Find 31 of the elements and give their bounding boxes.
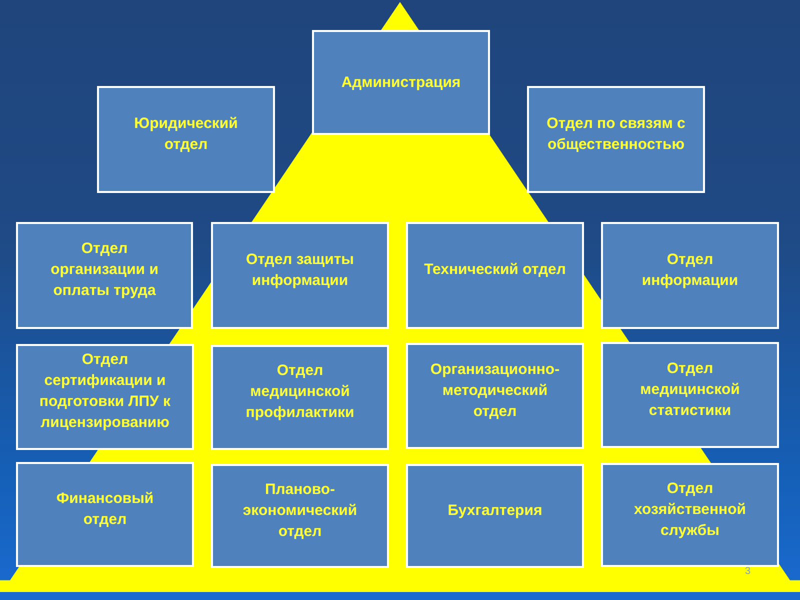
- department-name: Отдел информации: [640, 250, 740, 290]
- department-box: [406, 222, 584, 329]
- department-name: Финансовый отдел: [55, 488, 155, 530]
- department-box: [601, 463, 779, 567]
- department-box: [406, 464, 584, 568]
- department-box: [312, 30, 490, 135]
- department-name: Планово-экономический отдел: [242, 480, 358, 542]
- department-name: Отдел организации и оплаты труда: [50, 239, 160, 301]
- department-name: Отдел сертификации и подготовки ЛПУ к лицензированию: [38, 350, 172, 433]
- department-name: Отдел защиты информации: [244, 250, 355, 290]
- department-name: Юридический отдел: [133, 114, 239, 154]
- department-box: [16, 462, 194, 567]
- slide-number: 3: [745, 566, 751, 577]
- department-name: Отдел медицинской статистики: [639, 358, 741, 420]
- department-box: [16, 344, 194, 450]
- department-box: [601, 222, 779, 329]
- department-box: [211, 222, 389, 329]
- department-box: [406, 343, 584, 449]
- department-box: [527, 86, 705, 193]
- department-name: Отдел хозяйственной службы: [633, 478, 747, 540]
- department-name: Бухгалтерия: [448, 500, 542, 520]
- department-box: [211, 464, 389, 568]
- department-name: Организационно-методический отдел: [429, 360, 561, 422]
- department-name: Отдел по связям с общественностью: [546, 114, 686, 154]
- department-box: [16, 222, 193, 329]
- department-name: Администрация: [341, 73, 461, 93]
- department-box: [601, 342, 779, 448]
- department-name: Отдел медицинской профилактики: [244, 361, 356, 423]
- department-box: [97, 86, 275, 193]
- department-name: Технический отдел: [424, 260, 566, 280]
- department-box: [211, 345, 389, 450]
